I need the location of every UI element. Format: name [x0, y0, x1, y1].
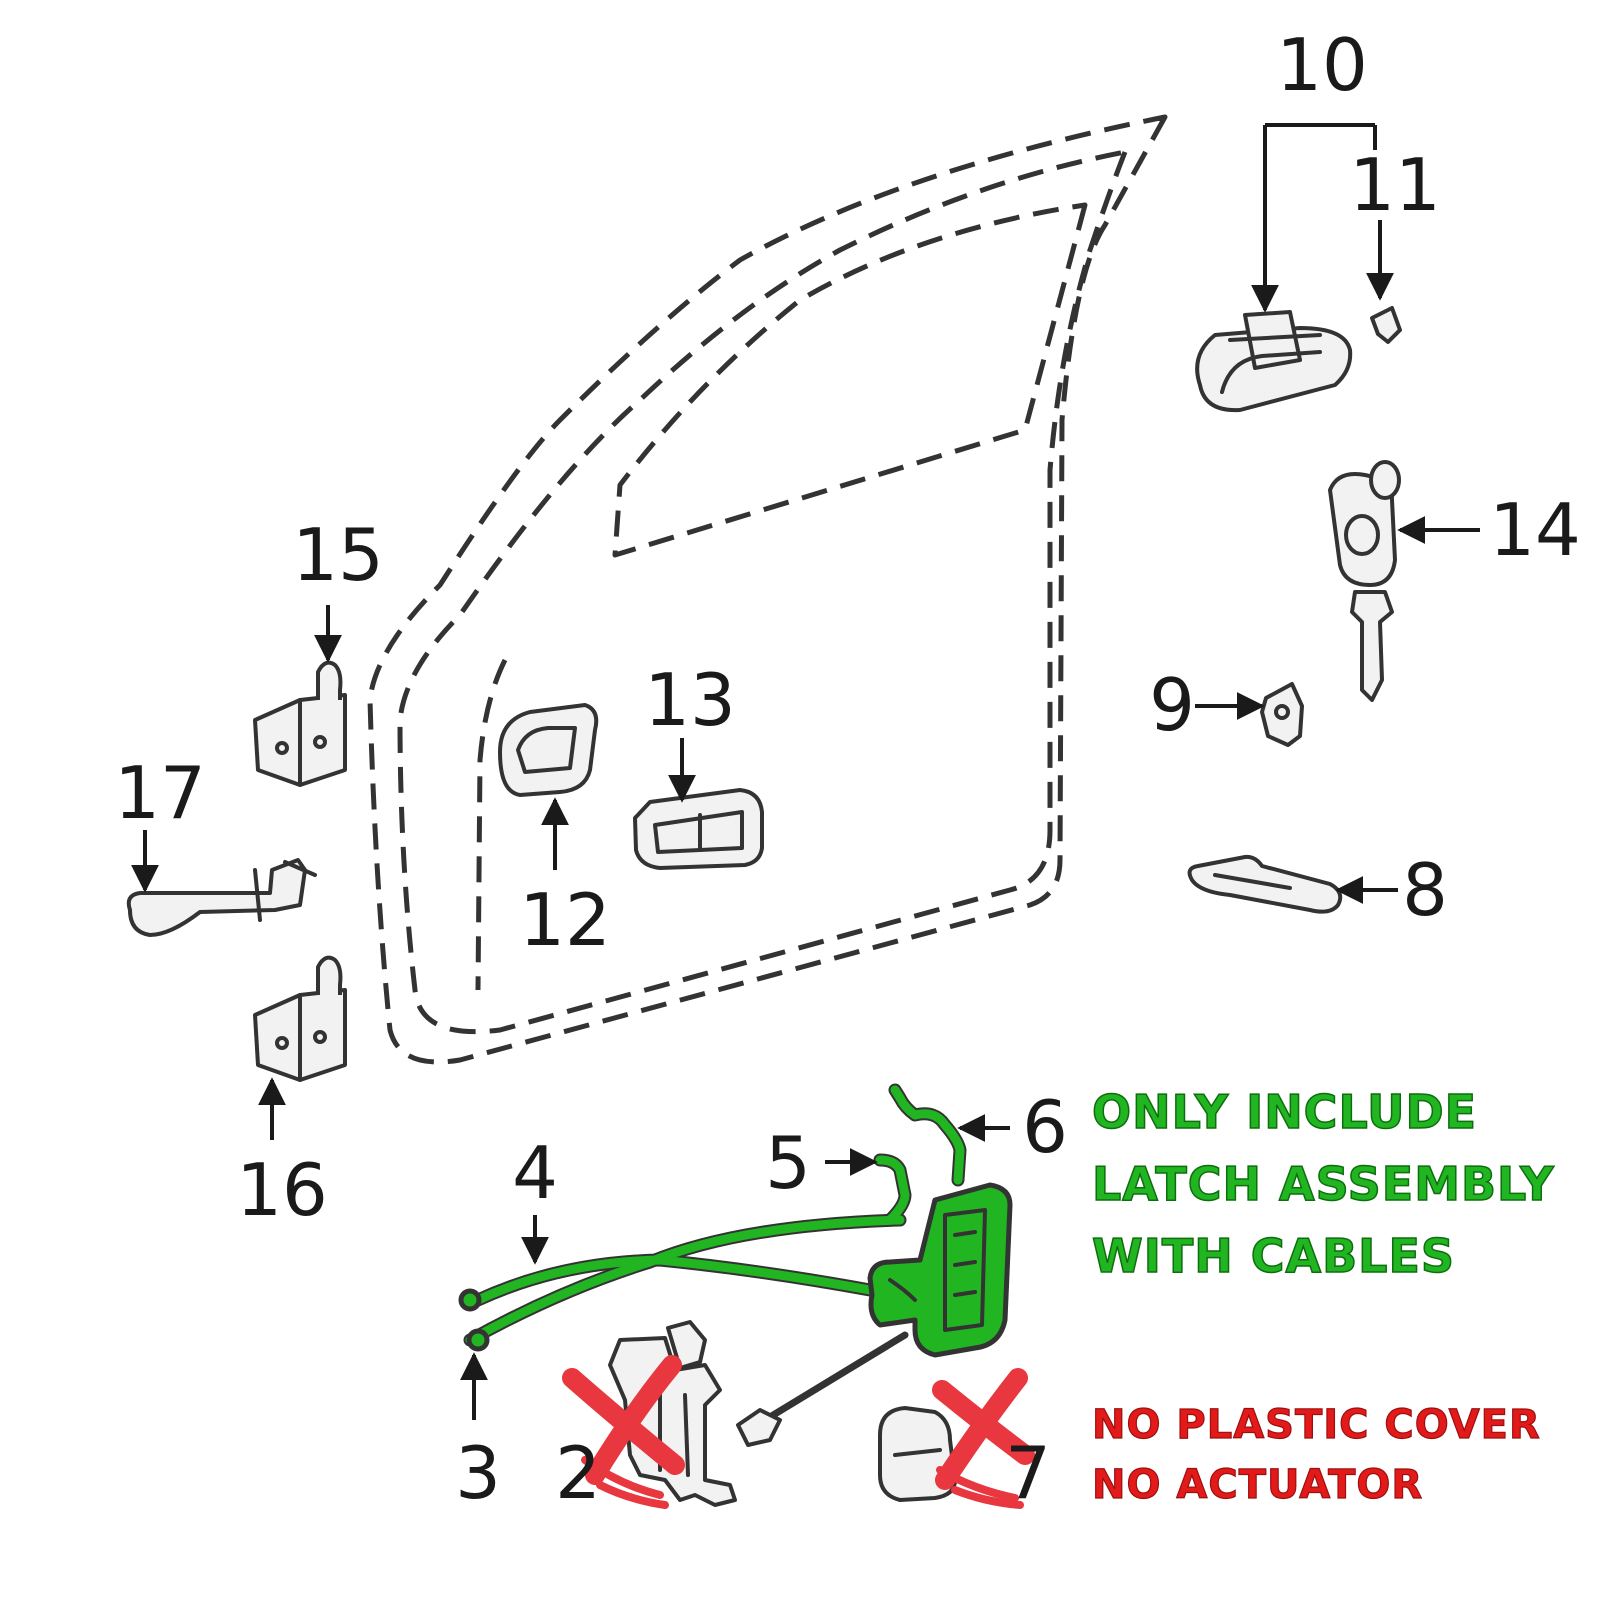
callout-11: 11 — [1349, 143, 1441, 227]
callout-labels: 10 11 14 15 13 9 17 12 8 16 6 5 4 3 2 7 — [114, 23, 1581, 1515]
latch-assembly — [458, 1083, 1013, 1447]
callout-6: 6 — [1022, 1085, 1068, 1169]
door-check-part — [126, 858, 317, 937]
callout-7: 7 — [1005, 1431, 1051, 1515]
callout-17: 17 — [114, 751, 206, 835]
callout-13: 13 — [644, 658, 736, 742]
include-note-line-1: ONLY INCLUDE — [1092, 1085, 1477, 1139]
callout-12: 12 — [519, 878, 611, 962]
callout-14: 14 — [1489, 488, 1581, 572]
callout-15: 15 — [292, 513, 384, 597]
upper-hinge-part — [253, 660, 347, 787]
bezel-part — [1260, 682, 1304, 747]
callout-10: 10 — [1276, 23, 1368, 107]
plastic-cover-part — [608, 1320, 737, 1507]
lock-cylinder-part — [1328, 460, 1401, 702]
callout-5: 5 — [765, 1121, 811, 1205]
callout-3: 3 — [455, 1431, 501, 1515]
include-note: ONLY INCLUDE LATCH ASSEMBLY WITH CABLES — [1091, 1084, 1555, 1284]
include-note-line-3: WITH CABLES — [1092, 1229, 1455, 1283]
outside-handle-part — [1187, 854, 1343, 914]
callout-4: 4 — [512, 1131, 558, 1215]
inside-handle-part — [1195, 310, 1353, 413]
clip-part — [1370, 306, 1402, 344]
exclude-note-line-2: NO ACTUATOR — [1092, 1462, 1423, 1508]
x-mark-icon — [932, 1368, 1035, 1509]
exclude-note: NO PLASTIC COVER NO ACTUATOR — [1091, 1401, 1541, 1508]
callout-9: 9 — [1149, 663, 1195, 747]
arrow-icon — [131, 123, 1480, 1420]
include-note-line-2: LATCH ASSEMBLY — [1092, 1157, 1555, 1211]
x-mark-icon — [562, 1355, 685, 1509]
callout-8: 8 — [1402, 848, 1448, 932]
callout-16: 16 — [236, 1148, 328, 1232]
lower-hinge-part — [253, 955, 347, 1082]
handle-bezel-part — [633, 788, 764, 870]
door-outline — [367, 114, 1168, 1065]
inside-release-part — [498, 703, 599, 797]
callout-2: 2 — [555, 1431, 601, 1515]
exclude-note-line-1: NO PLASTIC COVER — [1092, 1402, 1541, 1448]
